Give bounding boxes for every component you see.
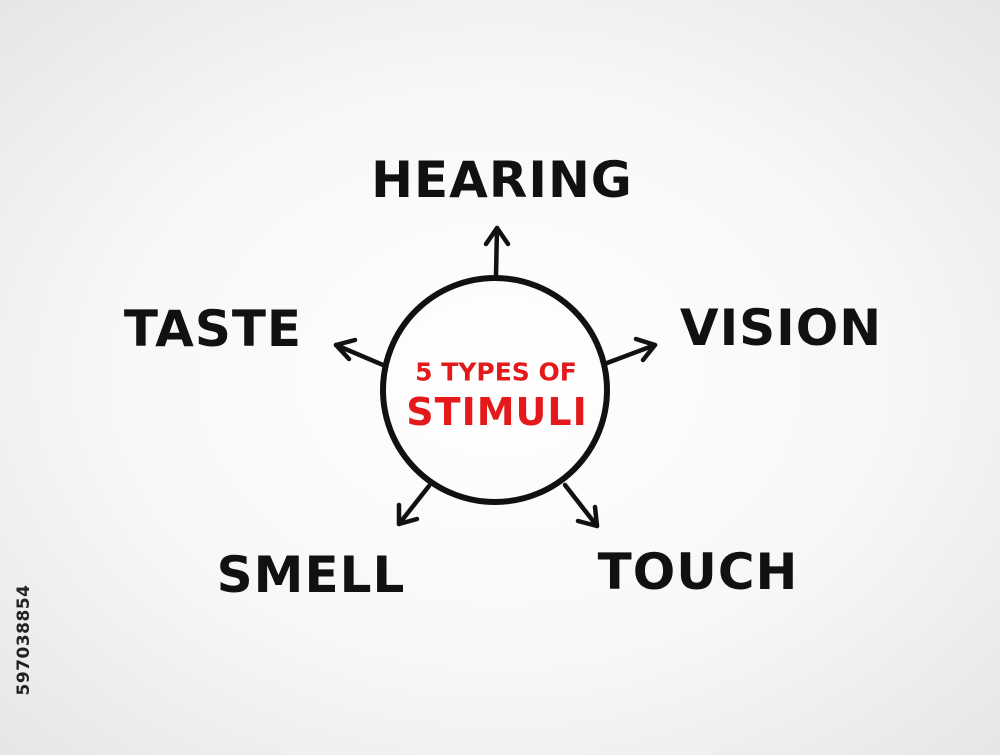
arrow-smell <box>396 483 432 527</box>
branch-label-vision: VISION <box>679 299 883 357</box>
arrow-hearing <box>483 225 511 279</box>
arrow-touch <box>562 482 600 529</box>
stock-id-text: 597038854 <box>14 584 34 696</box>
arrow-taste <box>333 337 386 368</box>
arrow-vision <box>604 336 658 366</box>
branch-label-smell: SMELL <box>216 546 406 604</box>
center-title-line2: STIMULI <box>406 390 588 434</box>
branch-label-taste: TASTE <box>123 300 303 358</box>
branch-label-touch: TOUCH <box>597 543 799 601</box>
center-title-line1: 5 TYPES OF <box>415 357 577 387</box>
branch-label-hearing: HEARING <box>371 151 633 209</box>
